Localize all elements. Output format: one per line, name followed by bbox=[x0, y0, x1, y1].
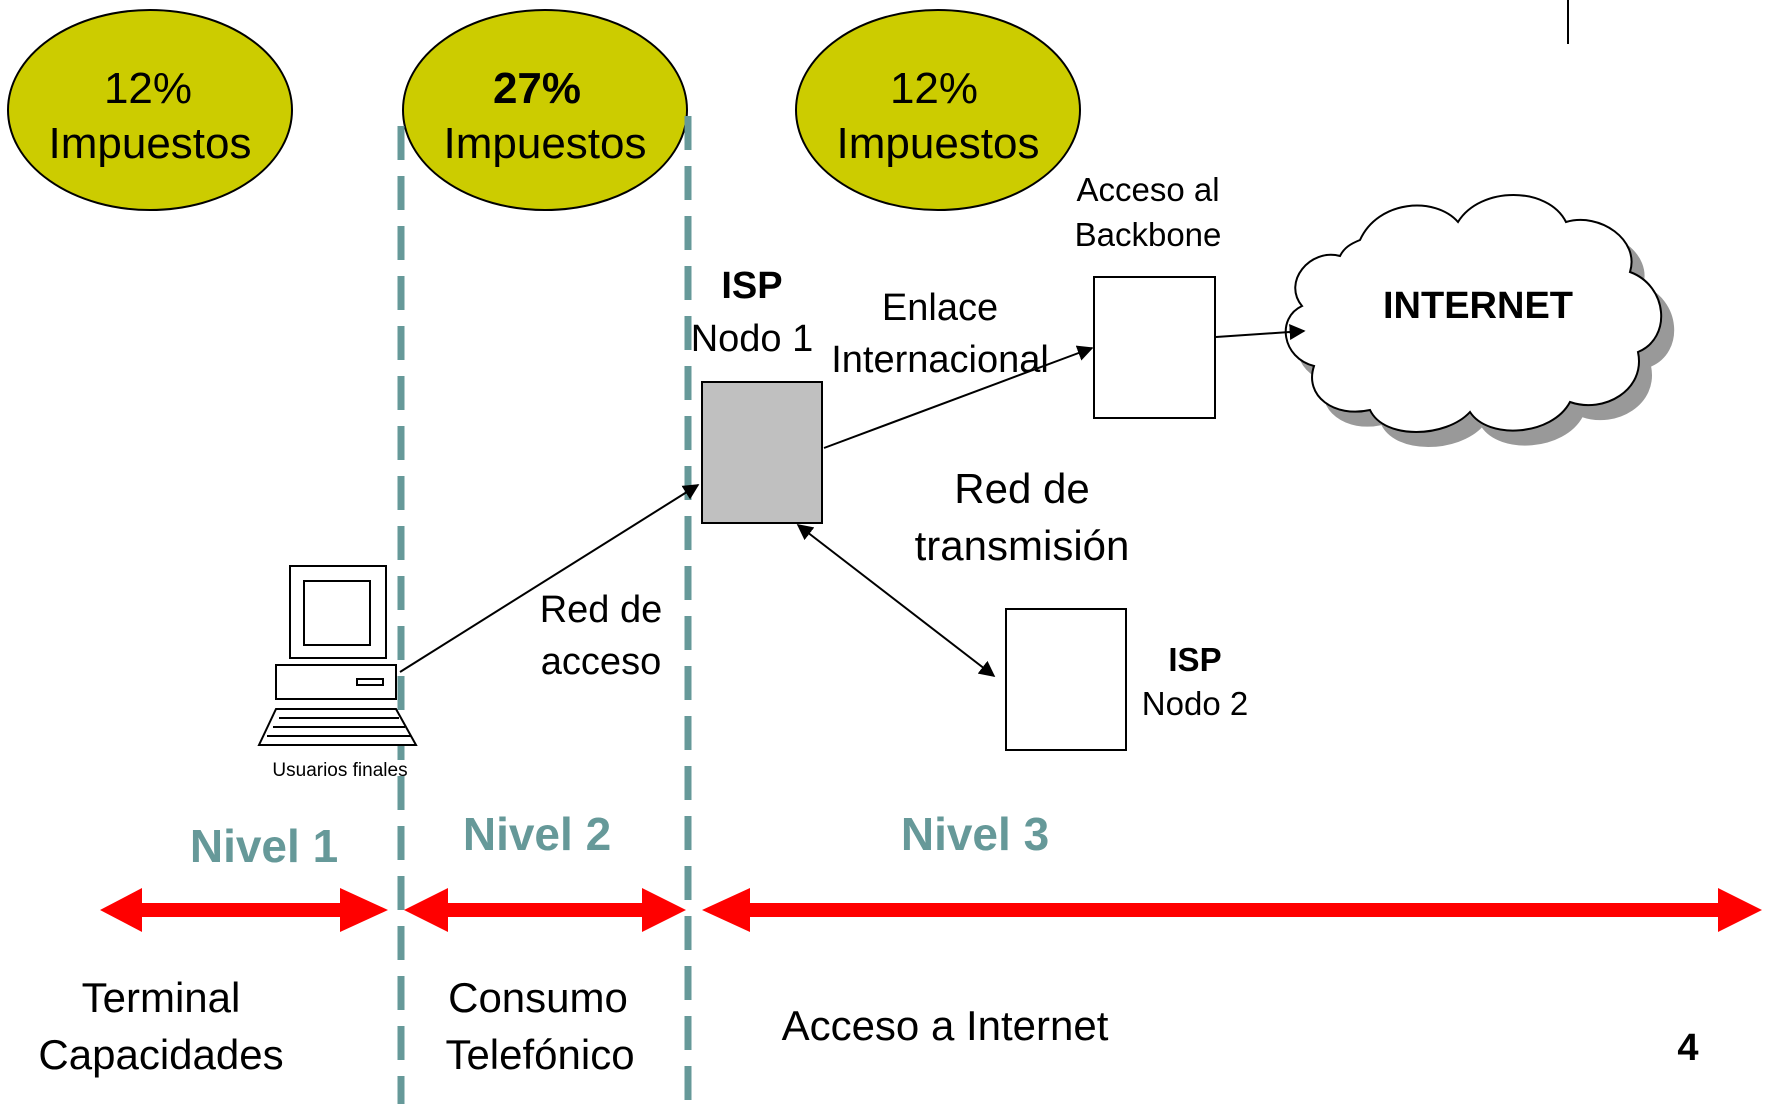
tax-ellipse-1: 12% Impuestos bbox=[7, 9, 293, 211]
access-network-line2: acceso bbox=[541, 641, 661, 683]
tax-label-1: Impuestos bbox=[49, 119, 252, 168]
tax-ellipse-3: 12% Impuestos bbox=[795, 9, 1081, 211]
end-users-label: Usuarios finales bbox=[272, 760, 407, 781]
isp-node2-name: Nodo 2 bbox=[1142, 685, 1248, 722]
level-2-span-arrow bbox=[404, 888, 686, 932]
arrow-backbone-to-internet bbox=[1215, 323, 1306, 340]
link-international-line2: Internacional bbox=[831, 339, 1049, 381]
level-3-span-arrow bbox=[702, 888, 1762, 932]
page-number: 4 bbox=[1677, 1027, 1698, 1069]
level-2-desc-line2: Telefónico bbox=[445, 1031, 634, 1078]
level-3-desc-line1: Acceso a Internet bbox=[782, 1002, 1109, 1049]
tax-percent-2: 27% bbox=[493, 64, 581, 113]
arrow-node1-to-backbone bbox=[823, 345, 1094, 449]
level-1-desc-line1: Terminal bbox=[82, 974, 241, 1021]
level-3-label: Nivel 3 bbox=[901, 808, 1049, 860]
level-1-label: Nivel 1 bbox=[190, 820, 338, 872]
tax-label-2: Impuestos bbox=[444, 119, 647, 168]
level-2-label: Nivel 2 bbox=[463, 808, 611, 860]
internet-label: INTERNET bbox=[1383, 285, 1573, 327]
isp-node1 bbox=[701, 381, 823, 524]
level-1-span-arrow bbox=[100, 888, 388, 932]
arrow-user-to-node1 bbox=[399, 484, 700, 673]
isp-node1-name: Nodo 1 bbox=[691, 318, 814, 360]
isp-node1-title: ISP bbox=[721, 265, 782, 307]
transmission-network-line2: transmisión bbox=[915, 522, 1130, 569]
tax-percent-3: 12% bbox=[890, 64, 978, 113]
tax-percent-1: 12% bbox=[104, 64, 192, 113]
backbone-node bbox=[1093, 276, 1216, 419]
access-network-line1: Red de bbox=[540, 589, 663, 631]
link-international-line1: Enlace bbox=[882, 287, 998, 329]
level-2-desc-line1: Consumo bbox=[448, 974, 628, 1021]
arrow-node1-node2 bbox=[796, 524, 996, 677]
transmission-network-line1: Red de bbox=[954, 465, 1089, 512]
backbone-label-line1: Acceso al bbox=[1076, 171, 1219, 208]
backbone-label-line2: Backbone bbox=[1075, 216, 1222, 253]
internet-cloud: INTERNET bbox=[1284, 194, 1674, 447]
isp-node2 bbox=[1005, 608, 1127, 751]
level-1-desc-line2: Capacidades bbox=[38, 1031, 283, 1078]
tax-label-3: Impuestos bbox=[837, 119, 1040, 168]
computer-terminal-icon bbox=[257, 565, 418, 746]
isp-node2-title: ISP bbox=[1168, 641, 1221, 678]
tax-ellipse-2: 27% Impuestos bbox=[402, 9, 688, 211]
